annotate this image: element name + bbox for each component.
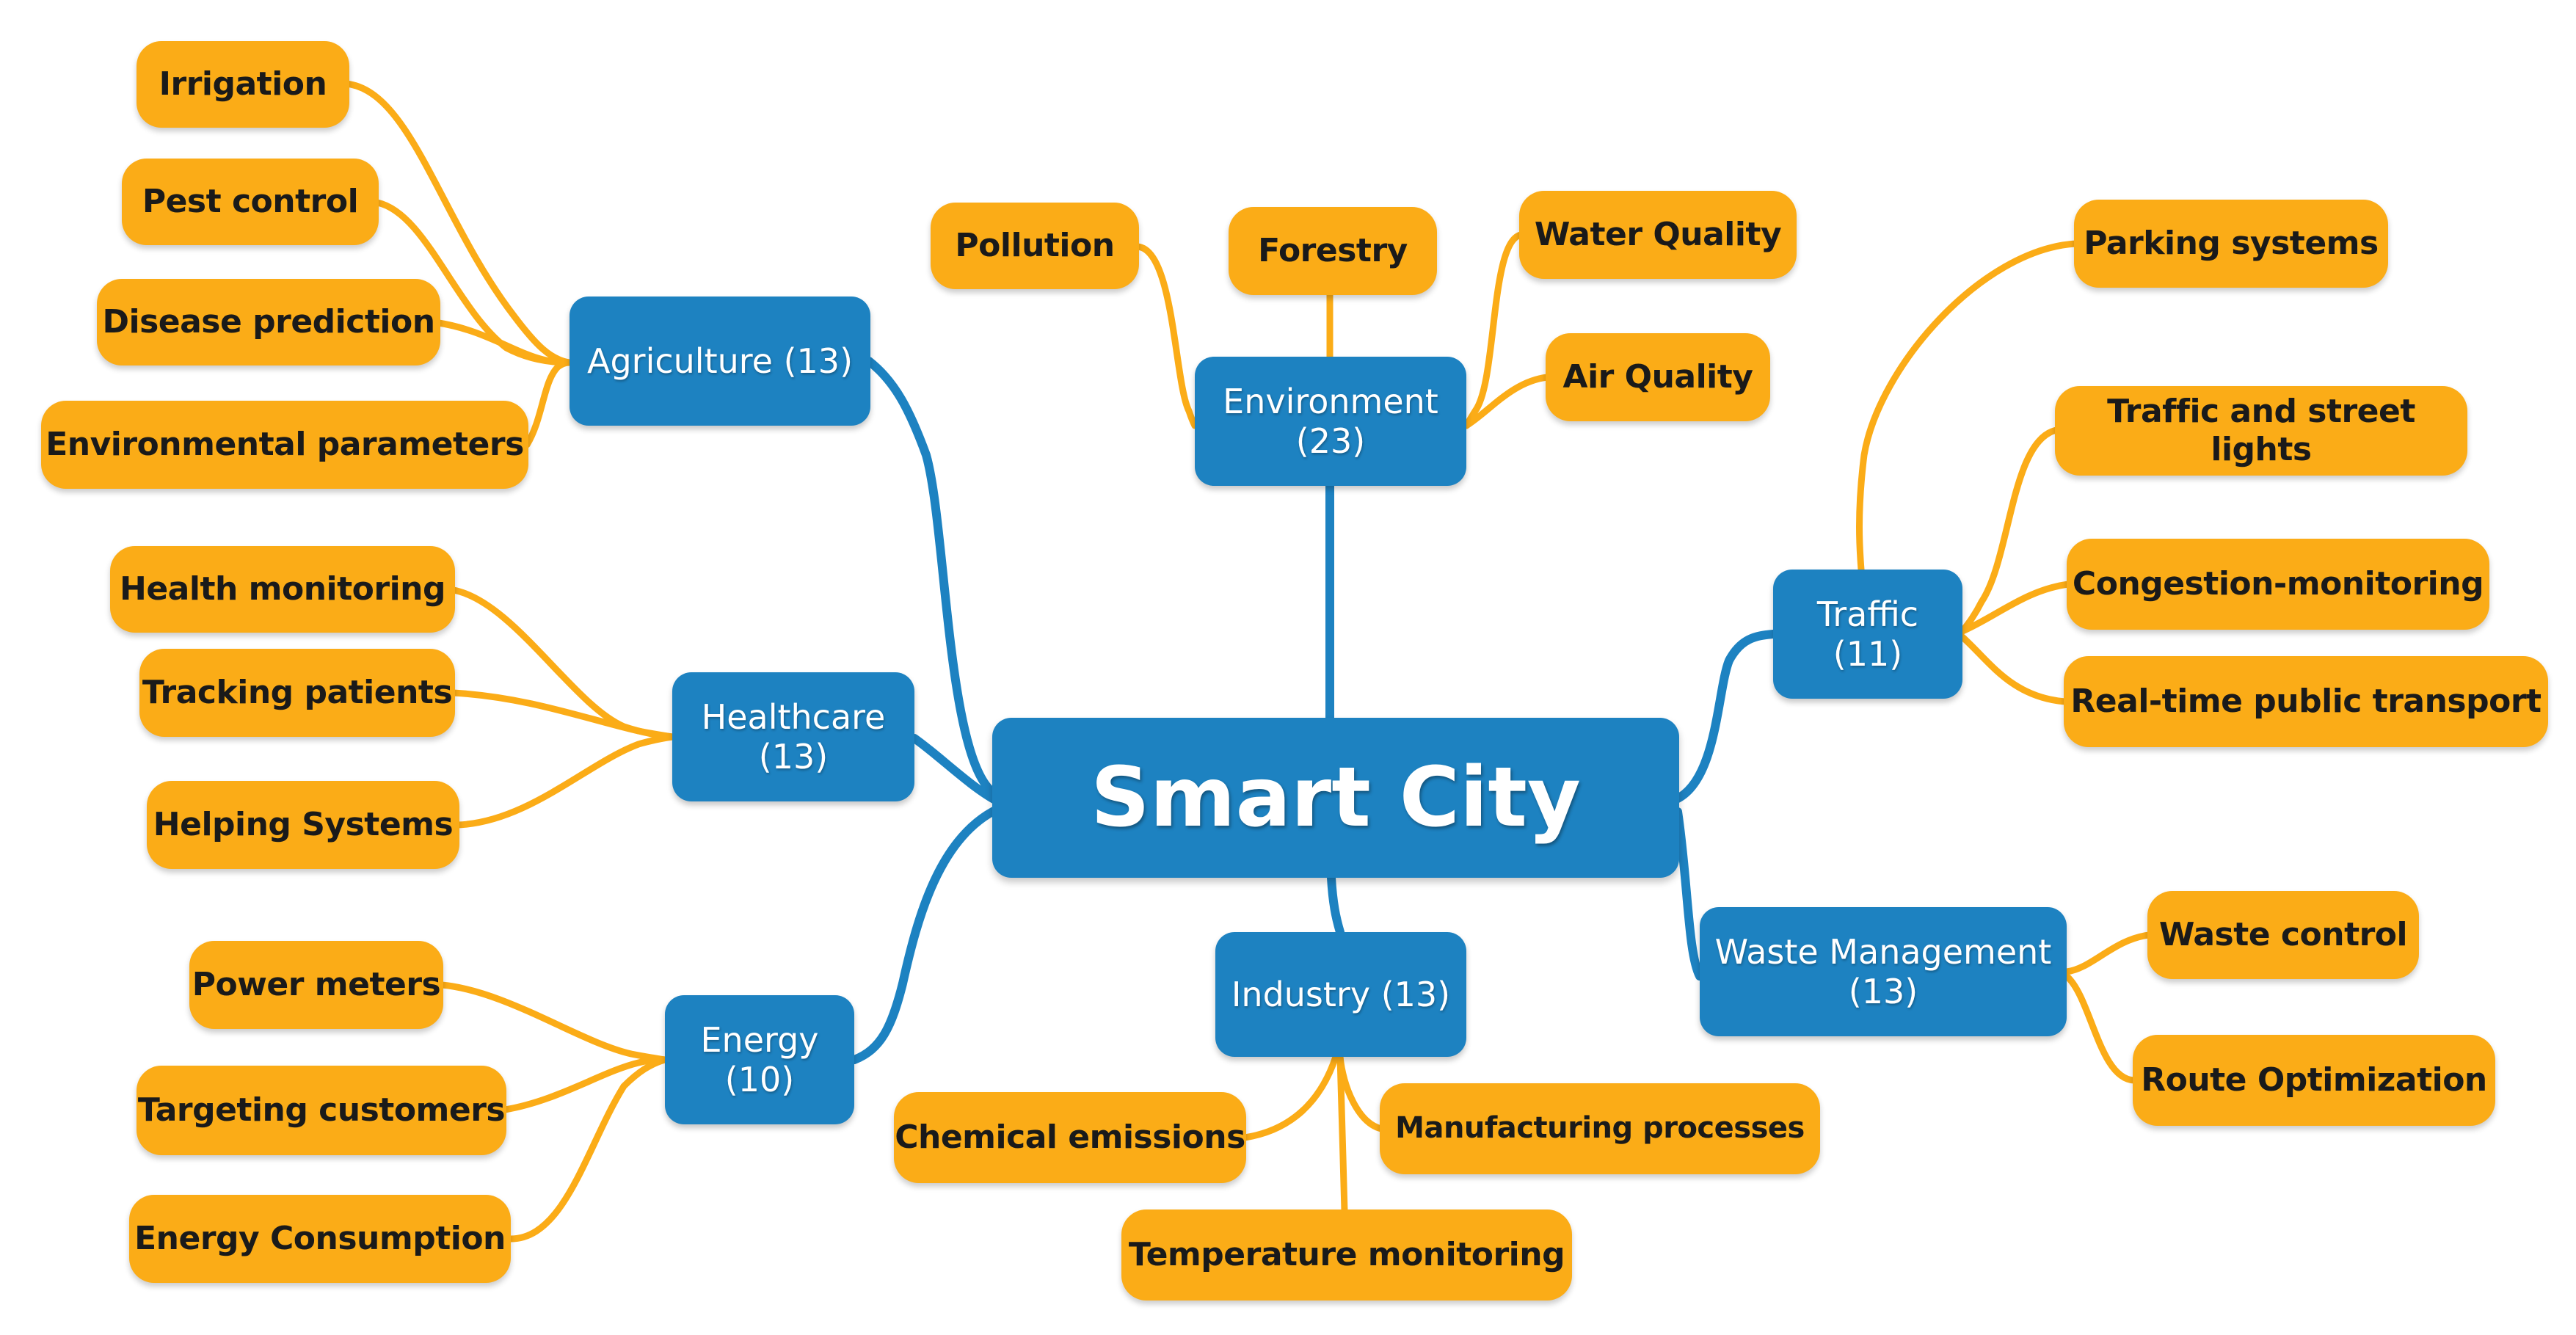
branch-node-agriculture: Agriculture (13) — [570, 297, 870, 426]
connector-line — [1673, 630, 1778, 803]
leaf-node-forestry: Forestry — [1229, 207, 1437, 295]
branch-node-energy: Energy (10) — [665, 995, 854, 1124]
connector-line — [506, 1056, 669, 1243]
leaf-node-irrigation: Irrigation — [137, 41, 349, 128]
connector-line — [1463, 374, 1551, 429]
connector-line — [1336, 1053, 1385, 1132]
leaf-node-air-quality: Air Quality — [1546, 333, 1770, 421]
leaf-node-water-quality: Water Quality — [1519, 191, 1797, 279]
leaf-node-disease-prediction: Disease prediction — [97, 279, 440, 365]
leaf-node-real-time-public-transport: Real-time public transport — [2064, 656, 2548, 747]
connector-line — [865, 357, 1000, 799]
branch-node-traffic: Traffic (11) — [1773, 570, 1962, 699]
branch-node-waste-management: Waste Management (13) — [1700, 907, 2067, 1036]
leaf-node-waste-control: Waste control — [2147, 891, 2419, 979]
connector-line — [450, 586, 676, 741]
branch-node-environment: Environment (23) — [1195, 357, 1466, 486]
connector-line — [1856, 240, 2079, 573]
leaf-node-helping-systems: Helping Systems — [147, 781, 459, 869]
central-node-smart-city: Smart City — [992, 718, 1679, 878]
connector-line — [438, 981, 669, 1063]
leaf-node-traffic-and-street-lights: Traffic and street lights — [2055, 386, 2467, 476]
leaf-node-temperature-monitoring: Temperature monitoring — [1121, 1209, 1572, 1301]
branch-node-industry: Industry (13) — [1215, 932, 1466, 1057]
connector-line — [1327, 873, 1345, 936]
connector-line — [1959, 426, 2060, 635]
leaf-node-parking-systems: Parking systems — [2074, 200, 2388, 288]
connector-line — [343, 80, 573, 366]
leaf-node-environmental-parameters: Environmental parameters — [41, 401, 528, 489]
leaf-node-pest-control: Pest control — [122, 159, 379, 245]
leaf-node-manufacturing-processes: Manufacturing processes — [1380, 1083, 1820, 1174]
connector-line — [1959, 581, 2072, 635]
leaf-node-chemical-emissions: Chemical emissions — [894, 1092, 1246, 1183]
leaf-node-congestion-monitoring: Congestion-monitoring — [2067, 539, 2489, 630]
leaf-node-power-meters: Power meters — [189, 941, 443, 1029]
connector-line — [1959, 633, 2069, 705]
leaf-node-targeting-customers: Targeting customers — [137, 1066, 506, 1155]
leaf-node-tracking-patients: Tracking patients — [139, 649, 455, 737]
connector-line — [850, 804, 1003, 1064]
connector-line — [501, 1056, 669, 1113]
leaf-node-route-optimization: Route Optimization — [2133, 1035, 2495, 1126]
connector-line — [910, 734, 1000, 804]
connector-line — [1673, 807, 1704, 981]
leaf-node-health-monitoring: Health monitoring — [110, 546, 455, 633]
connector-line — [1336, 1053, 1348, 1215]
leaf-node-energy-consumption: Energy Consumption — [129, 1195, 511, 1283]
branch-node-healthcare: Healthcare (13) — [672, 672, 914, 801]
connector-line — [523, 359, 573, 448]
connector-line — [2063, 972, 2138, 1084]
connector-line — [2063, 931, 2153, 975]
connector-line — [454, 733, 676, 829]
leaf-node-pollution: Pollution — [931, 203, 1139, 289]
connector-line — [1241, 1053, 1339, 1141]
connector-line — [1463, 231, 1524, 429]
connector-line — [450, 689, 676, 741]
connector-line — [1134, 243, 1198, 429]
